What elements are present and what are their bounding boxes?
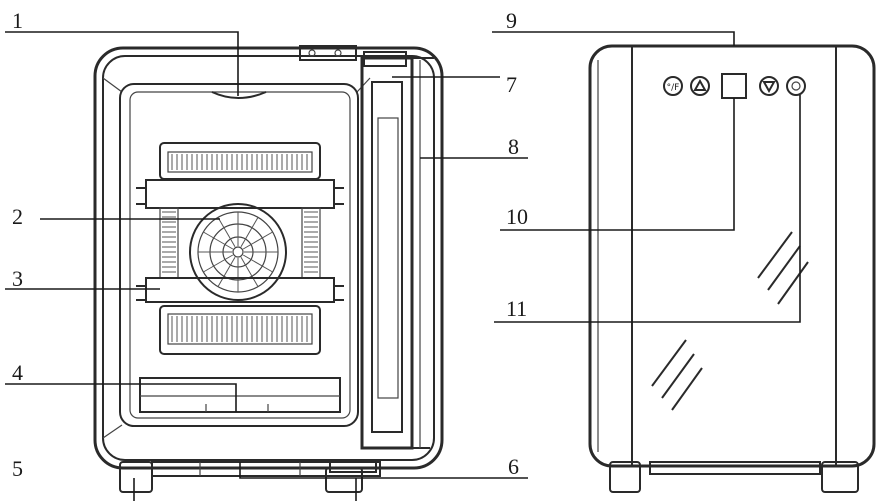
open-door bbox=[360, 56, 434, 450]
callout-1: 1 bbox=[12, 8, 23, 33]
down-arrow-icon[interactable] bbox=[759, 76, 779, 96]
drip-tray bbox=[139, 377, 341, 413]
front-view bbox=[93, 45, 444, 493]
top-cooling-grill bbox=[159, 142, 321, 180]
callout-4: 4 bbox=[12, 360, 23, 385]
closed-foot-left bbox=[609, 461, 641, 493]
control-panel: °/F bbox=[663, 73, 806, 99]
interior-chamber bbox=[119, 83, 359, 427]
lower-shelf bbox=[145, 277, 335, 303]
callout-11: 11 bbox=[506, 296, 527, 321]
callout-2: 2 bbox=[12, 204, 23, 229]
closed-base-plinth bbox=[649, 461, 821, 475]
callout-7: 7 bbox=[506, 72, 517, 97]
glass-reflection-upper bbox=[757, 231, 809, 305]
svg-text:°/F: °/F bbox=[667, 83, 680, 93]
bottom-hinge bbox=[329, 461, 377, 473]
cabinet-outer-frame bbox=[93, 46, 444, 470]
callout-6: 6 bbox=[508, 454, 519, 479]
closed-foot-right bbox=[821, 461, 859, 493]
closed-view: °/F bbox=[588, 44, 876, 493]
callout-3: 3 bbox=[12, 266, 23, 291]
callout-10: 10 bbox=[506, 204, 528, 229]
callout-5: 5 bbox=[12, 456, 23, 481]
cabinet-inner-frame bbox=[102, 55, 435, 461]
leader-lines bbox=[5, 31, 801, 501]
glass-reflection-lower bbox=[651, 339, 703, 411]
leveling-foot-left bbox=[119, 461, 153, 493]
top-hinge bbox=[299, 45, 357, 61]
callout-8: 8 bbox=[508, 134, 519, 159]
callout-9: 9 bbox=[506, 8, 517, 33]
circulation-fan bbox=[189, 203, 287, 301]
closed-cabinet bbox=[588, 44, 876, 468]
bottom-cooling-grill bbox=[159, 305, 321, 355]
callout-numbers: 1 2 3 4 5 6 7 8 9 10 11 bbox=[12, 8, 528, 481]
up-arrow-icon[interactable] bbox=[690, 76, 710, 96]
light-icon[interactable] bbox=[786, 76, 806, 96]
interior-light bbox=[211, 91, 267, 99]
display-window bbox=[721, 73, 747, 99]
leveling-foot-right bbox=[325, 467, 363, 493]
temperature-unit-icon[interactable]: °/F bbox=[663, 76, 683, 96]
